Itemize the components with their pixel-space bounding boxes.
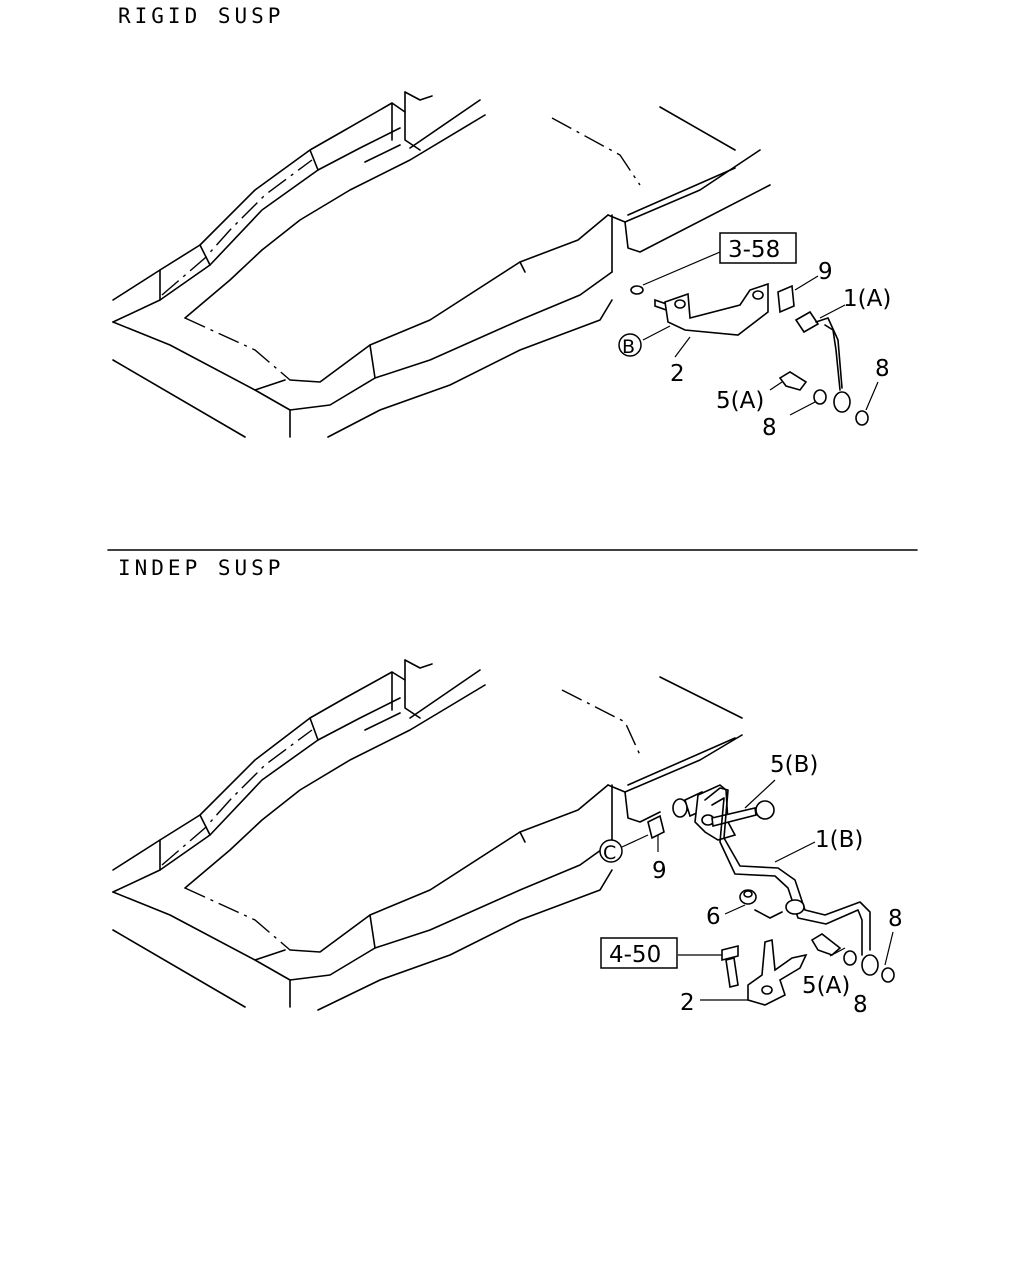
callout-8-rigid-upper: 8 [875,356,890,382]
callout-circle-c [599,839,623,863]
brake-hose-assembly-rigid [630,251,879,426]
callout-2-rigid: 2 [670,361,685,387]
callout-8-indep-lower: 8 [853,992,868,1018]
reference-box-4-50 [600,937,678,969]
frame-chassis-indep [112,659,743,1011]
callout-b: B [622,336,635,358]
callout-circle-b [618,333,642,357]
frame-chassis-rigid [112,91,771,438]
callout-8-indep-upper: 8 [888,906,903,932]
brake-pipe-assembly-indep [621,779,895,1006]
callout-8-rigid-lower: 8 [762,415,777,441]
callout-6: 6 [706,904,721,930]
callout-ref-3-58: 3-58 [728,237,780,263]
callout-9-indep: 9 [652,858,667,884]
callout-2-indep: 2 [680,990,695,1016]
reference-box-3-58 [719,232,797,264]
section-title-rigid-susp: RIGID SUSP [118,4,285,28]
callout-1a: 1(A) [843,286,891,312]
callout-5b: 5(B) [770,752,818,778]
callout-ref-4-50: 4-50 [609,942,661,968]
section-title-indep-susp: INDEP SUSP [118,556,285,580]
callout-9-rigid: 9 [818,259,833,285]
callout-5a-indep: 5(A) [802,973,850,999]
callout-1b: 1(B) [815,827,863,853]
callout-5a-rigid: 5(A) [716,388,764,414]
callout-c: C [603,842,616,864]
